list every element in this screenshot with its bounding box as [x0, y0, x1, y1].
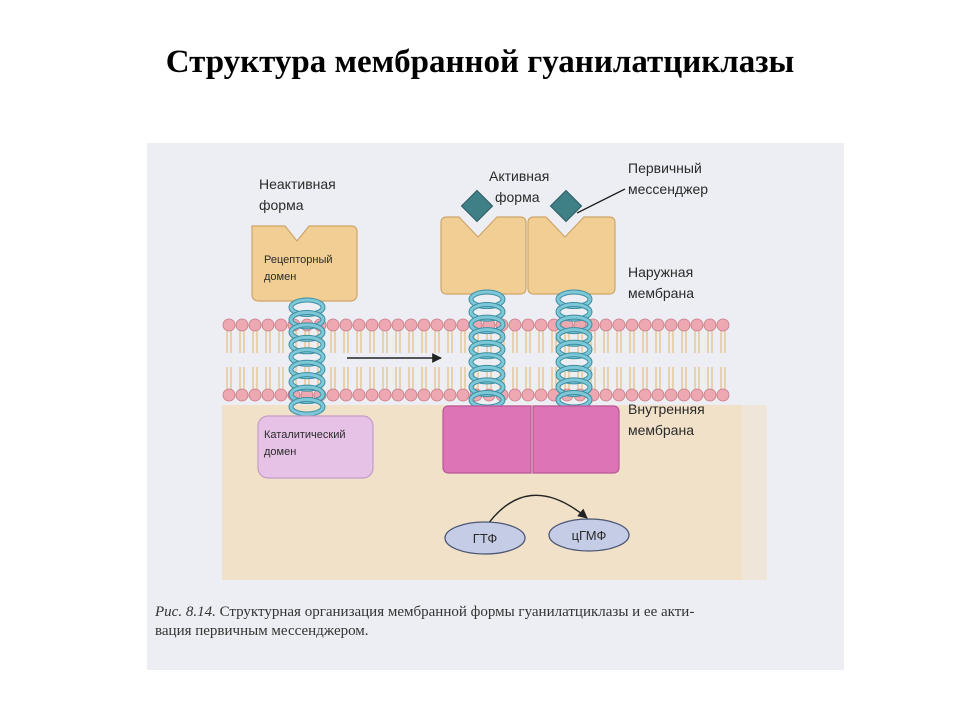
lipid-head: [378, 388, 392, 402]
lipid-head: [534, 388, 548, 402]
helix-coil-highlight: [289, 398, 325, 416]
lipid-head: [521, 388, 535, 402]
lipid-head: [248, 388, 262, 402]
lipid-head: [625, 388, 639, 402]
lipid-head: [638, 318, 652, 332]
lipid-head: [365, 388, 379, 402]
lipid-head: [612, 318, 626, 332]
cytoplasm-edge: [732, 405, 767, 580]
lipid-head: [677, 318, 691, 332]
guanylate-cyclase-diagram: ГТФ цГМФ Неактивная форма Активная форма…: [154, 160, 767, 639]
lipid-head: [339, 388, 353, 402]
lipid-head: [599, 318, 613, 332]
figure-caption-prefix: Рис. 8.14.: [154, 604, 216, 620]
figure-caption-text-1: Структурная организация мембранной формы…: [216, 604, 695, 620]
primary-messenger-ligand-left: [460, 189, 494, 223]
cgmp-label: цГМФ: [572, 528, 607, 543]
lipid-head: [430, 318, 444, 332]
lipid-head: [625, 318, 639, 332]
catalytic-domain-inactive: [257, 415, 374, 479]
primary-messenger-label-1: Первичный: [628, 160, 702, 176]
lipid-head: [664, 318, 678, 332]
lipid-head: [651, 318, 665, 332]
active-form-label-2: форма: [495, 189, 540, 205]
figure-caption-line-1: Рис. 8.14. Структурная организация мембр…: [154, 604, 694, 620]
lipid-head: [391, 388, 405, 402]
lipid-head: [261, 388, 275, 402]
lipid-head: [690, 318, 704, 332]
lipid-head: [443, 388, 457, 402]
lipid-head: [339, 318, 353, 332]
lipid-head: [508, 318, 522, 332]
lipid-head: [443, 318, 457, 332]
lipid-head: [430, 388, 444, 402]
inactive-form-label-1: Неактивная: [259, 176, 336, 192]
receptor-domain-active-right: [527, 216, 616, 295]
lipid-head: [248, 318, 262, 332]
active-form-label-1: Активная: [489, 168, 549, 184]
catalytic-domain-label-1: Каталитический: [264, 429, 346, 441]
lipid-head: [365, 318, 379, 332]
lipid-head: [274, 388, 288, 402]
catalytic-domain-active-right: [532, 405, 620, 474]
lipid-head: [417, 388, 431, 402]
lipid-head: [404, 388, 418, 402]
lipid-head: [703, 318, 717, 332]
transmembrane-helix-inactive: [288, 297, 326, 417]
gtp-oval: [444, 521, 526, 555]
lipid-head: [274, 318, 288, 332]
lipid-head: [690, 388, 704, 402]
lipid-head: [534, 318, 548, 332]
inactive-form-label-2: форма: [259, 197, 304, 213]
lipid-head: [222, 318, 236, 332]
lipid-head: [352, 318, 366, 332]
lipid-head: [599, 388, 613, 402]
receptor-domain-label-1: Рецепторный: [264, 254, 333, 266]
primary-messenger-ligand-right: [549, 189, 583, 223]
lipid-head: [261, 318, 275, 332]
lipid-head: [521, 318, 535, 332]
lipid-head: [716, 388, 730, 402]
lipid-head: [352, 388, 366, 402]
lipid-head: [391, 318, 405, 332]
catalytic-domain-label-2: домен: [264, 446, 296, 458]
lipid-head: [456, 318, 470, 332]
lipid-head: [417, 318, 431, 332]
lipid-head: [716, 318, 730, 332]
lipid-head: [508, 388, 522, 402]
lipid-head: [677, 388, 691, 402]
inner-membrane-label-1: Внутренняя: [628, 401, 705, 417]
primary-messenger-pointer: [576, 188, 626, 214]
catalytic-domain-active-left: [442, 405, 532, 474]
transmembrane-helix-active-left: [468, 289, 506, 410]
lipid-head: [404, 318, 418, 332]
outer-membrane-label-2: мембрана: [628, 285, 694, 301]
receptor-domain-label-2: домен: [264, 271, 296, 283]
reaction-arrow: [484, 494, 588, 529]
lipid-head: [612, 388, 626, 402]
lipid-head: [326, 318, 340, 332]
lipid-head: [326, 388, 340, 402]
lipid-head: [378, 318, 392, 332]
outer-membrane-label-1: Наружная: [628, 264, 693, 280]
gtp-label: ГТФ: [473, 531, 498, 546]
slide-title: Структура мембранной гуанилатциклазы: [165, 44, 795, 80]
lipid-head: [703, 388, 717, 402]
primary-messenger-label-2: мессенджер: [628, 181, 708, 197]
lipid-head: [222, 388, 236, 402]
inner-membrane-label-2: мембрана: [628, 422, 694, 438]
cgmp-oval: [548, 518, 630, 552]
receptor-domain-active-left: [440, 216, 527, 295]
lipid-head: [651, 388, 665, 402]
receptor-domain-inactive: [251, 225, 358, 302]
transmembrane-helix-active-right: [555, 289, 593, 410]
lipid-head: [235, 318, 249, 332]
lipid-head: [235, 388, 249, 402]
lipid-head: [638, 388, 652, 402]
lipid-head: [456, 388, 470, 402]
figure-panel: ГТФ цГМФ Неактивная форма Активная форма…: [147, 143, 844, 670]
lipid-head: [664, 388, 678, 402]
figure-caption-line-2: вация первичным мессенджером.: [155, 623, 369, 639]
